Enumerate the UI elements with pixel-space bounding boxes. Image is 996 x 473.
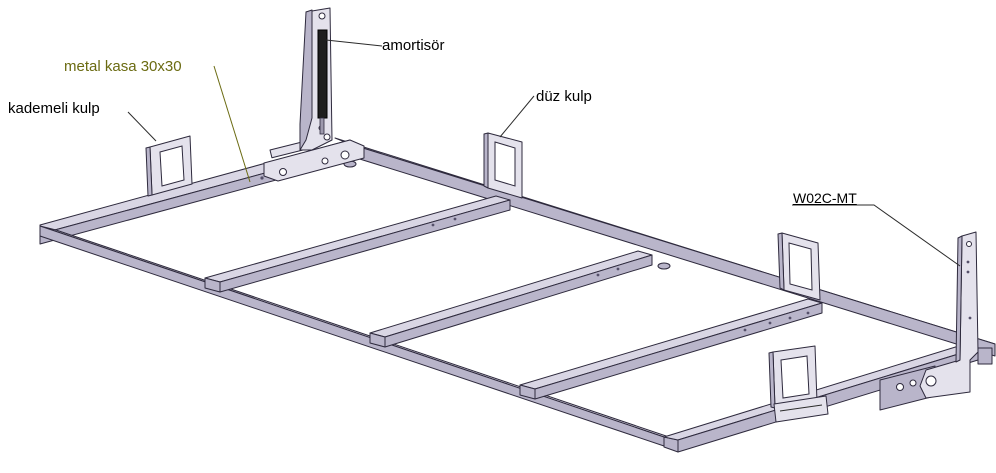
leader-duz-kulp xyxy=(499,95,535,138)
leader-lines xyxy=(127,39,961,267)
frame-foot xyxy=(657,262,671,270)
stepped-handle xyxy=(145,135,193,197)
crossbar-1 xyxy=(204,195,511,293)
leader-w02c-mt xyxy=(792,204,961,267)
crossbar-2 xyxy=(369,250,653,348)
front-right-handle xyxy=(768,345,829,423)
w02c-mt-bracket xyxy=(879,231,993,411)
back-right-handle xyxy=(777,232,821,301)
label-metal-kasa: metal kasa 30x30 xyxy=(64,58,182,75)
shock-absorber-assembly xyxy=(299,7,333,151)
leader-metal-kasa xyxy=(213,65,251,183)
leader-kademeli-kulp xyxy=(127,111,157,142)
label-part-code: W02C-MT xyxy=(793,190,857,206)
label-amortisor: amortisör xyxy=(382,37,445,54)
crossbar-3 xyxy=(519,298,823,400)
label-duz-kulp: düz kulp xyxy=(536,88,592,105)
front-long-rail xyxy=(39,225,679,453)
shock-absorber-body xyxy=(317,29,328,119)
straight-handle xyxy=(483,132,523,199)
leader-amortisor xyxy=(325,39,383,47)
label-kademeli-kulp: kademeli kulp xyxy=(8,100,100,117)
